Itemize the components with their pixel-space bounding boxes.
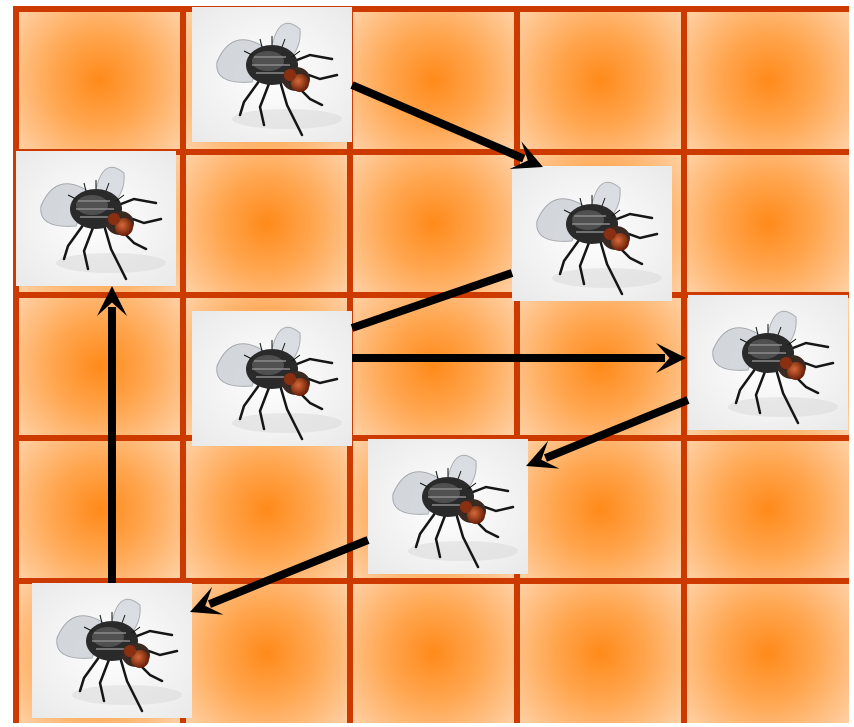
board-cell (687, 155, 849, 292)
housefly-icon (32, 583, 192, 718)
fly-card (32, 583, 192, 718)
board-cell (186, 155, 347, 292)
fly-card (16, 151, 176, 286)
board-cell (520, 441, 681, 578)
board-cell (186, 441, 347, 578)
board-cell (520, 584, 681, 723)
housefly-icon (16, 151, 176, 286)
fly-card (512, 166, 672, 301)
housefly-icon (512, 166, 672, 301)
board-cell (186, 584, 347, 723)
board-cell (19, 441, 180, 578)
board-cell (687, 584, 849, 723)
board-cell (353, 584, 514, 723)
board-cell (520, 12, 681, 149)
board-cell (353, 12, 514, 149)
fly-card (192, 7, 352, 142)
board-cell (687, 441, 849, 578)
fly-card (192, 311, 352, 446)
housefly-icon (368, 439, 528, 574)
board-cell (353, 155, 514, 292)
housefly-icon (192, 311, 352, 446)
board-cell (520, 298, 681, 435)
board-cell (353, 298, 514, 435)
board-cell (19, 12, 180, 149)
board-cell (19, 298, 180, 435)
housefly-icon (192, 7, 352, 142)
fly-card (688, 295, 848, 430)
housefly-icon (688, 295, 848, 430)
fly-card (368, 439, 528, 574)
board-cell (687, 12, 849, 149)
